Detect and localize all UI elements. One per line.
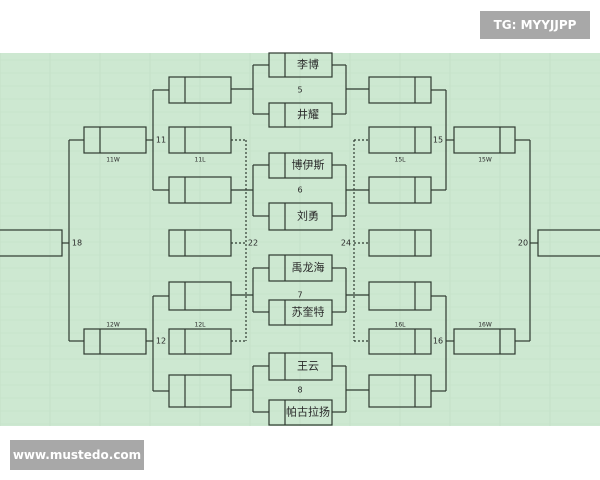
match-number-11: 11 [156, 136, 166, 145]
watermark-tg: TG: MYYJJPP [480, 11, 590, 39]
slot-label-16l: 16L [395, 322, 407, 329]
slot-label-11l: 11L [195, 157, 207, 164]
player-name: 苏奎特 [292, 305, 325, 319]
match-number-20: 20 [518, 239, 528, 248]
bracket-slot [368, 126, 432, 154]
match-number-18: 18 [72, 239, 82, 248]
bracket-slot [368, 328, 432, 355]
match-number-12: 12 [156, 337, 166, 346]
player-name: 王云 [297, 360, 319, 373]
slot-label-15l: 15L [395, 157, 407, 164]
watermark-website: www.mustedo.com [10, 440, 144, 470]
slot-label-12l: 12L [195, 322, 207, 329]
match-number: 8 [297, 386, 302, 395]
player-name: 李博 [297, 57, 319, 71]
slot-label-16w: 16W [478, 322, 492, 329]
player-name: 帕古拉扬 [286, 405, 330, 419]
player-name: 禹龙海 [292, 260, 325, 274]
slot-label-15w: 15W [478, 157, 492, 164]
player-name: 井耀 [297, 107, 319, 121]
match-number-24: 24 [341, 239, 351, 248]
match-number-16: 16 [433, 337, 443, 346]
match-number: 5 [297, 86, 302, 95]
match-number: 6 [297, 186, 302, 195]
player-name: 刘勇 [297, 210, 319, 223]
bracket-slot [368, 229, 432, 257]
match-number: 7 [297, 291, 302, 300]
slot-left-final [0, 229, 63, 257]
slot-label-11w: 11W [106, 157, 120, 164]
slot-right-final [537, 229, 600, 257]
match-number-22: 22 [248, 239, 258, 248]
player-name: 博伊斯 [292, 159, 325, 172]
match-number-15: 15 [433, 136, 443, 145]
player-slot [268, 102, 333, 128]
slot-label-12w: 12W [106, 322, 120, 329]
